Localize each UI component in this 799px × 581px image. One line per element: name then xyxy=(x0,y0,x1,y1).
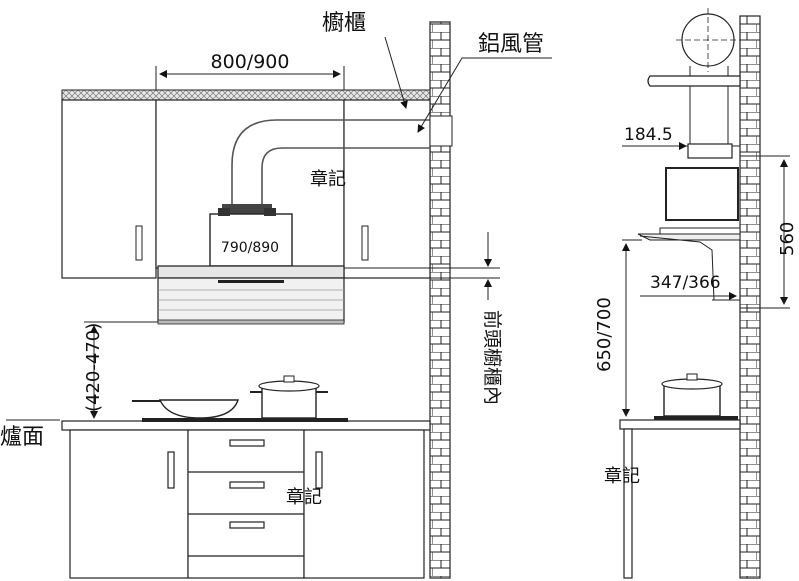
cabinet-label: 櫥櫃 xyxy=(322,11,366,36)
brick-wall-left xyxy=(429,21,451,579)
side-clearance-dimension xyxy=(622,239,642,417)
range-hood-side xyxy=(637,143,741,301)
pot-right xyxy=(654,373,738,420)
wok xyxy=(132,399,239,419)
aluminum-duct xyxy=(231,115,453,205)
side-cabinet-shelf xyxy=(647,75,741,87)
side-front-label: 347/366 xyxy=(650,273,721,293)
side-height-label: 560 xyxy=(777,222,798,256)
brick-wall-right xyxy=(739,15,761,579)
height-range-dimension xyxy=(84,321,158,419)
side-depth-label: 184.5 xyxy=(624,125,673,145)
range-hood-front xyxy=(157,204,345,325)
side-clearance-label: 650/700 xyxy=(594,297,615,372)
stamp-mark-3: 章記 xyxy=(604,466,640,487)
cabinet-leader xyxy=(384,36,408,109)
width-dimension-label: 800/900 xyxy=(211,51,290,73)
duct-cross-section xyxy=(676,8,740,144)
front-inside-label: 前頭櫥櫃內 xyxy=(481,310,503,405)
stove-surface-label: 爐面 xyxy=(0,425,44,450)
lower-cabinet xyxy=(69,429,425,579)
aluminum-duct-label: 鋁風管 xyxy=(478,32,544,57)
height-range-label: (420-470) xyxy=(83,323,104,412)
pot-left xyxy=(250,375,328,419)
side-height-dimension xyxy=(740,155,790,309)
side-counter xyxy=(619,419,741,579)
hood-body-label: 790/890 xyxy=(221,240,279,256)
countertop xyxy=(61,418,431,431)
duct-leader xyxy=(417,57,552,133)
stamp-mark-2: 章記 xyxy=(286,487,322,508)
upper-cabinet xyxy=(61,89,431,279)
front-inside-dimension xyxy=(344,232,500,300)
stamp-mark-1: 章記 xyxy=(310,169,346,190)
width-dimension xyxy=(155,66,345,90)
